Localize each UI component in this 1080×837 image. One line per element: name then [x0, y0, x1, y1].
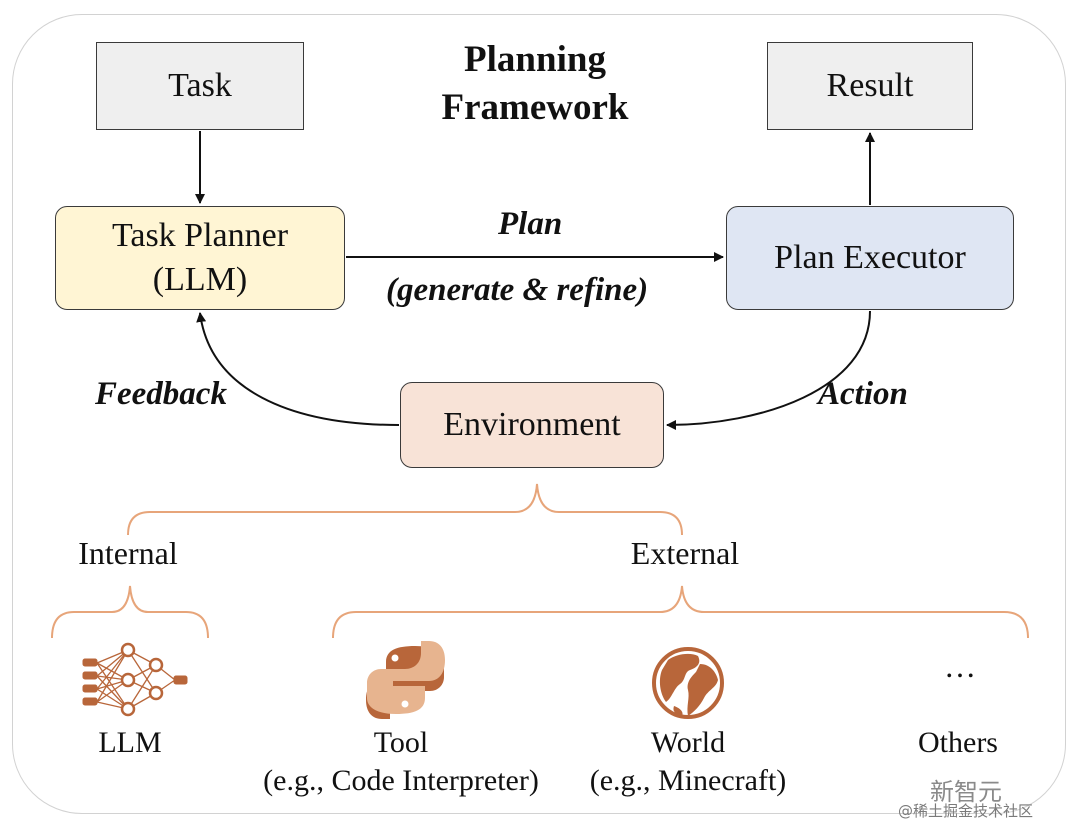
brace-environment	[127, 483, 683, 536]
result-node: Result	[767, 42, 973, 130]
title-line-2: Framework	[441, 87, 629, 128]
plan-sublabel: (generate & refine)	[386, 272, 649, 308]
task-planner-node: Task Planner (LLM)	[55, 206, 345, 310]
brace-internal	[51, 585, 209, 639]
feedback-label: Feedback	[95, 376, 227, 412]
arrow-action	[666, 310, 871, 430]
title-line-1: Planning	[464, 39, 606, 80]
watermark-brand: 新智元	[930, 778, 1002, 806]
arrow-feedback	[196, 312, 400, 426]
plan-label: Plan	[498, 206, 563, 242]
plan-executor-node: Plan Executor	[726, 206, 1014, 310]
action-label: Action	[818, 376, 908, 412]
task-planner-label: Task Planner	[111, 217, 289, 254]
python-icon	[366, 641, 445, 719]
task-node: Task	[96, 42, 304, 130]
globe-icon	[652, 647, 724, 719]
item-tool-sublabel: (e.g., Code Interpreter)	[263, 764, 539, 797]
ellipsis-icon: …	[944, 648, 976, 684]
item-world-sublabel: (e.g., Minecraft)	[589, 764, 787, 797]
internal-label: Internal	[78, 535, 178, 571]
task-planner-sublabel: (LLM)	[152, 261, 248, 298]
item-world-label: World	[650, 726, 726, 759]
rounded-frame	[12, 14, 1066, 814]
neural-network-icon	[82, 642, 188, 717]
item-tool-label: Tool	[373, 726, 429, 759]
brace-external	[332, 585, 1029, 639]
item-others-label: Others	[918, 726, 998, 759]
item-llm-label: LLM	[98, 726, 162, 759]
diagram-title: Planning Framework	[380, 36, 690, 132]
environment-node: Environment	[400, 382, 664, 468]
external-label: External	[630, 535, 740, 571]
watermark-credit: @稀土掘金技术社区	[898, 802, 1034, 820]
